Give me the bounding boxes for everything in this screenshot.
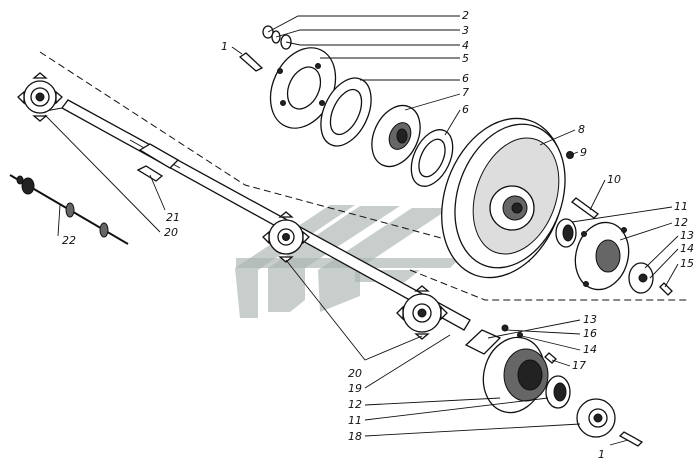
pin-part-1-top <box>238 52 264 72</box>
callout-15: 15 <box>680 257 694 270</box>
main-shaft <box>39 99 471 331</box>
callout-14-right: 14 <box>680 242 694 255</box>
key-part-21 <box>136 165 164 182</box>
callout-1-top: 1 <box>221 40 228 53</box>
ring-part-6-mid <box>410 129 454 187</box>
callout-20-low: 20 <box>348 367 362 380</box>
flange-part-13-low <box>464 329 502 355</box>
callout-22: 22 <box>62 234 76 247</box>
bolt-washer-stack <box>262 25 292 50</box>
bearing-part-11-right <box>555 218 577 248</box>
sprocket-middle <box>262 211 310 263</box>
pulley-part-8 <box>441 117 566 279</box>
cap-part-13-right <box>628 262 654 294</box>
callout-16: 16 <box>583 327 597 340</box>
bearing-part-11-low <box>545 375 571 409</box>
sprocket-part-18 <box>576 398 616 438</box>
callout-9: 9 <box>580 146 587 159</box>
callout-4: 4 <box>462 39 469 52</box>
callout-labels: 2 3 4 1 5 6 7 6 8 9 10 11 12 13 14 15 21… <box>62 9 694 461</box>
callout-10: 10 <box>607 173 621 186</box>
bolt-part-10 <box>571 197 599 219</box>
leader-lines <box>44 15 679 446</box>
callout-21: 21 <box>166 211 180 224</box>
bearing-part-7 <box>371 104 421 168</box>
callout-19: 19 <box>348 382 362 395</box>
callout-2: 2 <box>462 9 469 22</box>
callout-6-mid: 6 <box>462 103 469 116</box>
bolt-part-15 <box>659 282 673 296</box>
callout-6-top: 6 <box>462 72 469 85</box>
callout-13-right: 13 <box>680 229 694 242</box>
callout-18: 18 <box>348 430 362 443</box>
callout-13-low: 13 <box>583 313 597 326</box>
pin-part-1-low <box>618 431 644 447</box>
flange-part-5 <box>269 47 337 129</box>
hub-part-12-right <box>574 221 630 291</box>
shaft-part-22 <box>9 174 129 245</box>
callout-11-right: 11 <box>674 200 688 213</box>
callout-3: 3 <box>462 24 469 37</box>
callout-7: 7 <box>462 86 469 99</box>
callout-14-low: 14 <box>583 343 597 356</box>
callout-1-low: 1 <box>598 448 605 461</box>
callout-8: 8 <box>578 123 585 136</box>
callout-17: 17 <box>572 359 586 372</box>
assembly-path-dashed <box>39 51 690 301</box>
ring-part-6-top <box>320 77 372 147</box>
callout-11-low: 11 <box>348 414 362 427</box>
sprocket-lower <box>396 285 448 340</box>
callout-12-right: 12 <box>674 216 688 229</box>
callout-5: 5 <box>462 52 469 65</box>
callout-12-low: 12 <box>348 398 362 411</box>
hub-part-12-low <box>482 336 549 414</box>
sprocket-left <box>17 72 63 122</box>
callout-20-left: 20 <box>164 226 178 239</box>
